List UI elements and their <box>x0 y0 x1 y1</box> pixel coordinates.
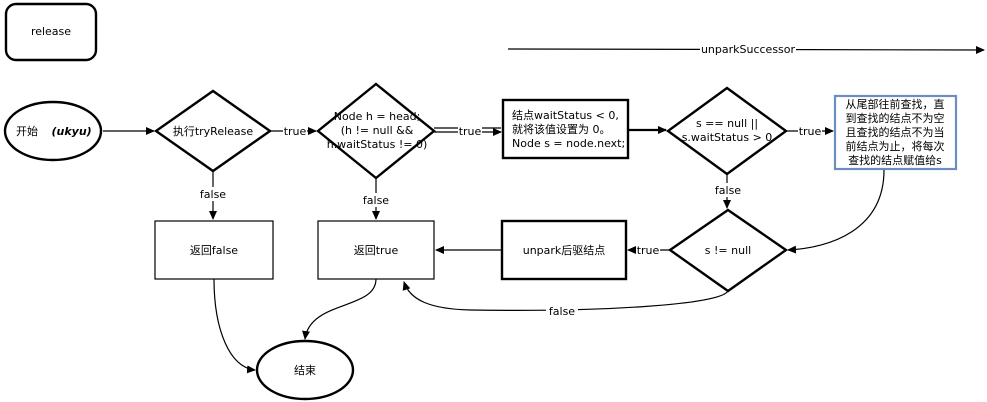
s-not-null-text: s != null <box>705 244 751 257</box>
try-release-text: 执行tryRelease <box>173 124 254 138</box>
edge-label-false-4: false <box>549 305 575 318</box>
edge-label-false-3: false <box>715 184 741 197</box>
s-check-line-2: s.waitStatus > 0 <box>682 131 773 144</box>
return-false-text: 返回false <box>190 244 238 257</box>
edge-label-false-1: false <box>200 188 226 201</box>
start-node: 开始 (ukyu) <box>3 100 103 162</box>
head-check-line-1: Node h = head; <box>334 110 421 123</box>
edge-snotnull-returntrue: false <box>402 281 729 318</box>
head-check-decision: Node h = head; (h != null && h.waitStatu… <box>316 82 436 180</box>
return-true-text: 返回true <box>354 244 399 257</box>
search-line-5: 查找的结点赋值给s <box>848 153 942 167</box>
edge-try-returnfalse: false <box>197 171 229 220</box>
edge-label-true-1: true <box>284 125 307 138</box>
s-check-decision: s == null || s.waitStatus > 0 <box>665 86 789 176</box>
search-backward-box: 从尾部往前查找，直 到查找的结点不为空 且查找的结点不为当 前结点为止，将每次 … <box>833 94 958 171</box>
release-title-box: release <box>4 2 98 62</box>
edge-label-true-3: true <box>799 125 822 138</box>
wait-status-line-1: 结点waitStatus < 0, <box>512 109 619 122</box>
edge-label-false-2: false <box>363 194 389 207</box>
edge-returnfalse-end <box>213 278 256 374</box>
wait-status-line-2: 就将该值设置为 0。 <box>512 122 611 136</box>
edge-head-wait: true <box>434 124 501 138</box>
unpark-text: unpark后驱结点 <box>523 244 606 257</box>
release-title-text: release <box>31 25 71 38</box>
edge-scheck-snotnull: false <box>712 174 744 209</box>
edge-scheck-search: true <box>786 124 834 138</box>
edge-snotnull-unpark: true <box>627 243 670 257</box>
search-line-1: 从尾部往前查找，直 <box>846 97 945 111</box>
start-text: 开始 <box>16 124 38 138</box>
wait-status-box: 结点waitStatus < 0, 就将该值设置为 0。 Node s = no… <box>501 98 630 160</box>
edge-try-head: true <box>270 124 317 138</box>
s-not-null-decision: s != null <box>667 208 789 293</box>
svg-text:开始 (ukyu): 开始 (ukyu) <box>16 124 92 138</box>
edge-search-snotnull <box>787 169 885 254</box>
search-line-2: 到查找的结点不为空 <box>846 111 945 125</box>
unpark-successor-arrow: unparkSuccessor <box>507 42 985 57</box>
return-true-box: 返回true <box>317 220 435 280</box>
unpark-successor-label: unparkSuccessor <box>701 43 796 56</box>
edge-label-true-2: true <box>459 125 482 138</box>
s-check-line-1: s == null || <box>696 117 758 130</box>
edge-head-returntrue: false <box>360 178 392 220</box>
edge-returntrue-end <box>302 278 377 340</box>
try-release-decision: 执行tryRelease <box>153 89 273 173</box>
head-check-line-2: (h != null && <box>341 124 414 137</box>
wait-status-line-3: Node s = node.next; <box>512 137 625 150</box>
search-line-3: 且查找的结点不为当 <box>846 125 945 139</box>
end-text: 结束 <box>294 364 316 377</box>
edge-label-true-4: true <box>637 244 660 257</box>
search-line-4: 前结点为止，将每次 <box>846 139 945 153</box>
start-suffix-text: (ukyu) <box>52 125 92 138</box>
head-check-line-3: h.waitStatus != 0) <box>327 138 428 151</box>
end-node: 结束 <box>255 339 355 401</box>
return-false-box: 返回false <box>154 220 274 280</box>
unpark-box: unpark后驱结点 <box>500 219 628 281</box>
